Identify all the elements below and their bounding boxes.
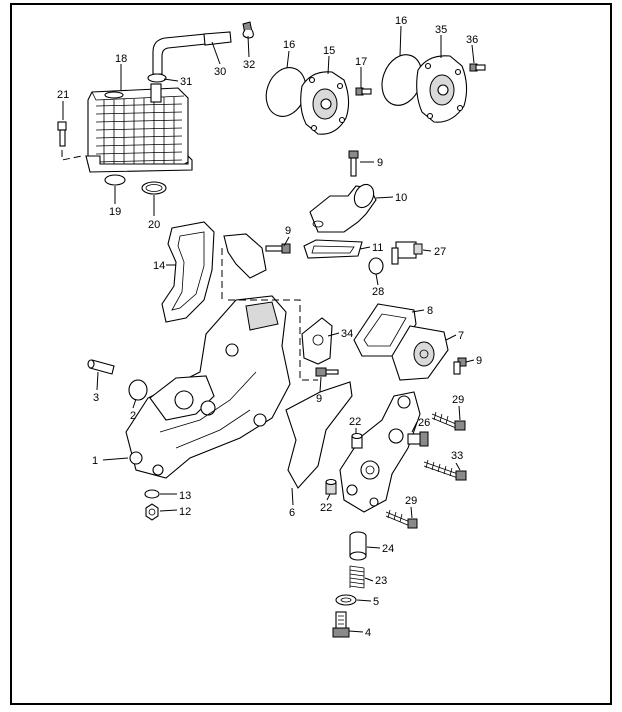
callout-29-top: 29 xyxy=(452,394,464,406)
bolt-21 xyxy=(57,121,83,161)
callout-12: 12 xyxy=(179,506,191,518)
housing-10 xyxy=(309,183,377,233)
callout-34: 34 xyxy=(341,328,353,340)
callout-22-bottom: 22 xyxy=(320,502,332,514)
callout-14: 14 xyxy=(153,260,165,272)
callout-27: 27 xyxy=(434,246,446,258)
seal-5 xyxy=(335,594,357,606)
leader-lines xyxy=(62,25,475,633)
cover-35 xyxy=(381,54,468,123)
callout-29-bottom: 29 xyxy=(405,495,417,507)
o-ring-2 xyxy=(128,379,148,401)
bolt-9-mid xyxy=(315,367,339,377)
bolt-29-bottom xyxy=(385,509,418,529)
plug-22-bottom xyxy=(325,478,337,495)
pin-3 xyxy=(87,359,115,375)
plug-4 xyxy=(332,611,350,638)
callout-30: 30 xyxy=(214,66,226,78)
callout-7: 7 xyxy=(458,330,464,342)
callout-1: 1 xyxy=(92,455,98,467)
callout-9-right: 9 xyxy=(476,355,482,367)
plug-22-top xyxy=(351,432,363,449)
sensor-27 xyxy=(391,241,423,265)
callout-16-right: 16 xyxy=(395,15,407,27)
callout-32: 32 xyxy=(243,59,255,71)
bolt-9-right xyxy=(453,357,467,375)
bolt-9-left xyxy=(265,243,291,254)
callout-24: 24 xyxy=(382,543,394,555)
callout-13: 13 xyxy=(179,490,191,502)
callout-36: 36 xyxy=(466,34,478,46)
callout-35: 35 xyxy=(435,24,447,36)
callout-5: 5 xyxy=(373,596,379,608)
callout-33: 33 xyxy=(451,450,463,462)
bracket xyxy=(223,233,267,279)
callout-20: 20 xyxy=(148,219,160,231)
callout-16-left: 16 xyxy=(283,39,295,51)
callout-19: 19 xyxy=(109,206,121,218)
housing-7 xyxy=(391,325,449,381)
hose xyxy=(152,31,232,75)
callout-28: 28 xyxy=(372,286,384,298)
o-ring-28 xyxy=(368,257,384,275)
bolt-29-top xyxy=(431,411,466,431)
seal-20 xyxy=(141,181,167,195)
callout-11: 11 xyxy=(372,242,383,254)
bolt-36 xyxy=(469,63,486,72)
callout-21: 21 xyxy=(57,89,69,101)
bolt-17 xyxy=(355,87,372,96)
gasket-14 xyxy=(161,221,215,323)
main-housing xyxy=(125,248,318,479)
gasket-11 xyxy=(303,239,363,259)
callout-17: 17 xyxy=(355,56,367,68)
hose-clip xyxy=(242,21,254,39)
spring-23 xyxy=(349,565,365,589)
callout-10: 10 xyxy=(395,192,407,204)
callout-23: 23 xyxy=(375,575,387,587)
washer-13 xyxy=(144,489,160,499)
pump-housing xyxy=(339,391,421,513)
gasket-6 xyxy=(285,381,353,489)
callout-3: 3 xyxy=(93,392,99,404)
piston-24 xyxy=(349,531,367,561)
callout-2: 2 xyxy=(130,410,136,422)
callout-4: 4 xyxy=(365,627,371,639)
diagram-border xyxy=(10,3,612,705)
callout-18: 18 xyxy=(115,53,127,65)
callout-26: 26 xyxy=(418,417,430,429)
callout-8: 8 xyxy=(427,305,433,317)
seal-19 xyxy=(104,174,126,186)
nut-12 xyxy=(145,503,159,521)
callout-6: 6 xyxy=(289,507,295,519)
callout-22-top: 22 xyxy=(349,416,361,428)
hose-clamp xyxy=(147,73,167,83)
callout-9-mid: 9 xyxy=(316,393,322,405)
bolt-9-top xyxy=(348,150,359,177)
bolt-33 xyxy=(423,459,467,481)
plug-26 xyxy=(407,431,429,447)
callout-9-top: 9 xyxy=(377,157,383,169)
callout-9-left: 9 xyxy=(285,225,291,237)
callout-31: 31 xyxy=(180,76,192,88)
flange-34 xyxy=(301,317,333,365)
cover-15 xyxy=(265,67,350,135)
callout-15: 15 xyxy=(323,45,335,57)
oil-cooler xyxy=(85,83,193,173)
